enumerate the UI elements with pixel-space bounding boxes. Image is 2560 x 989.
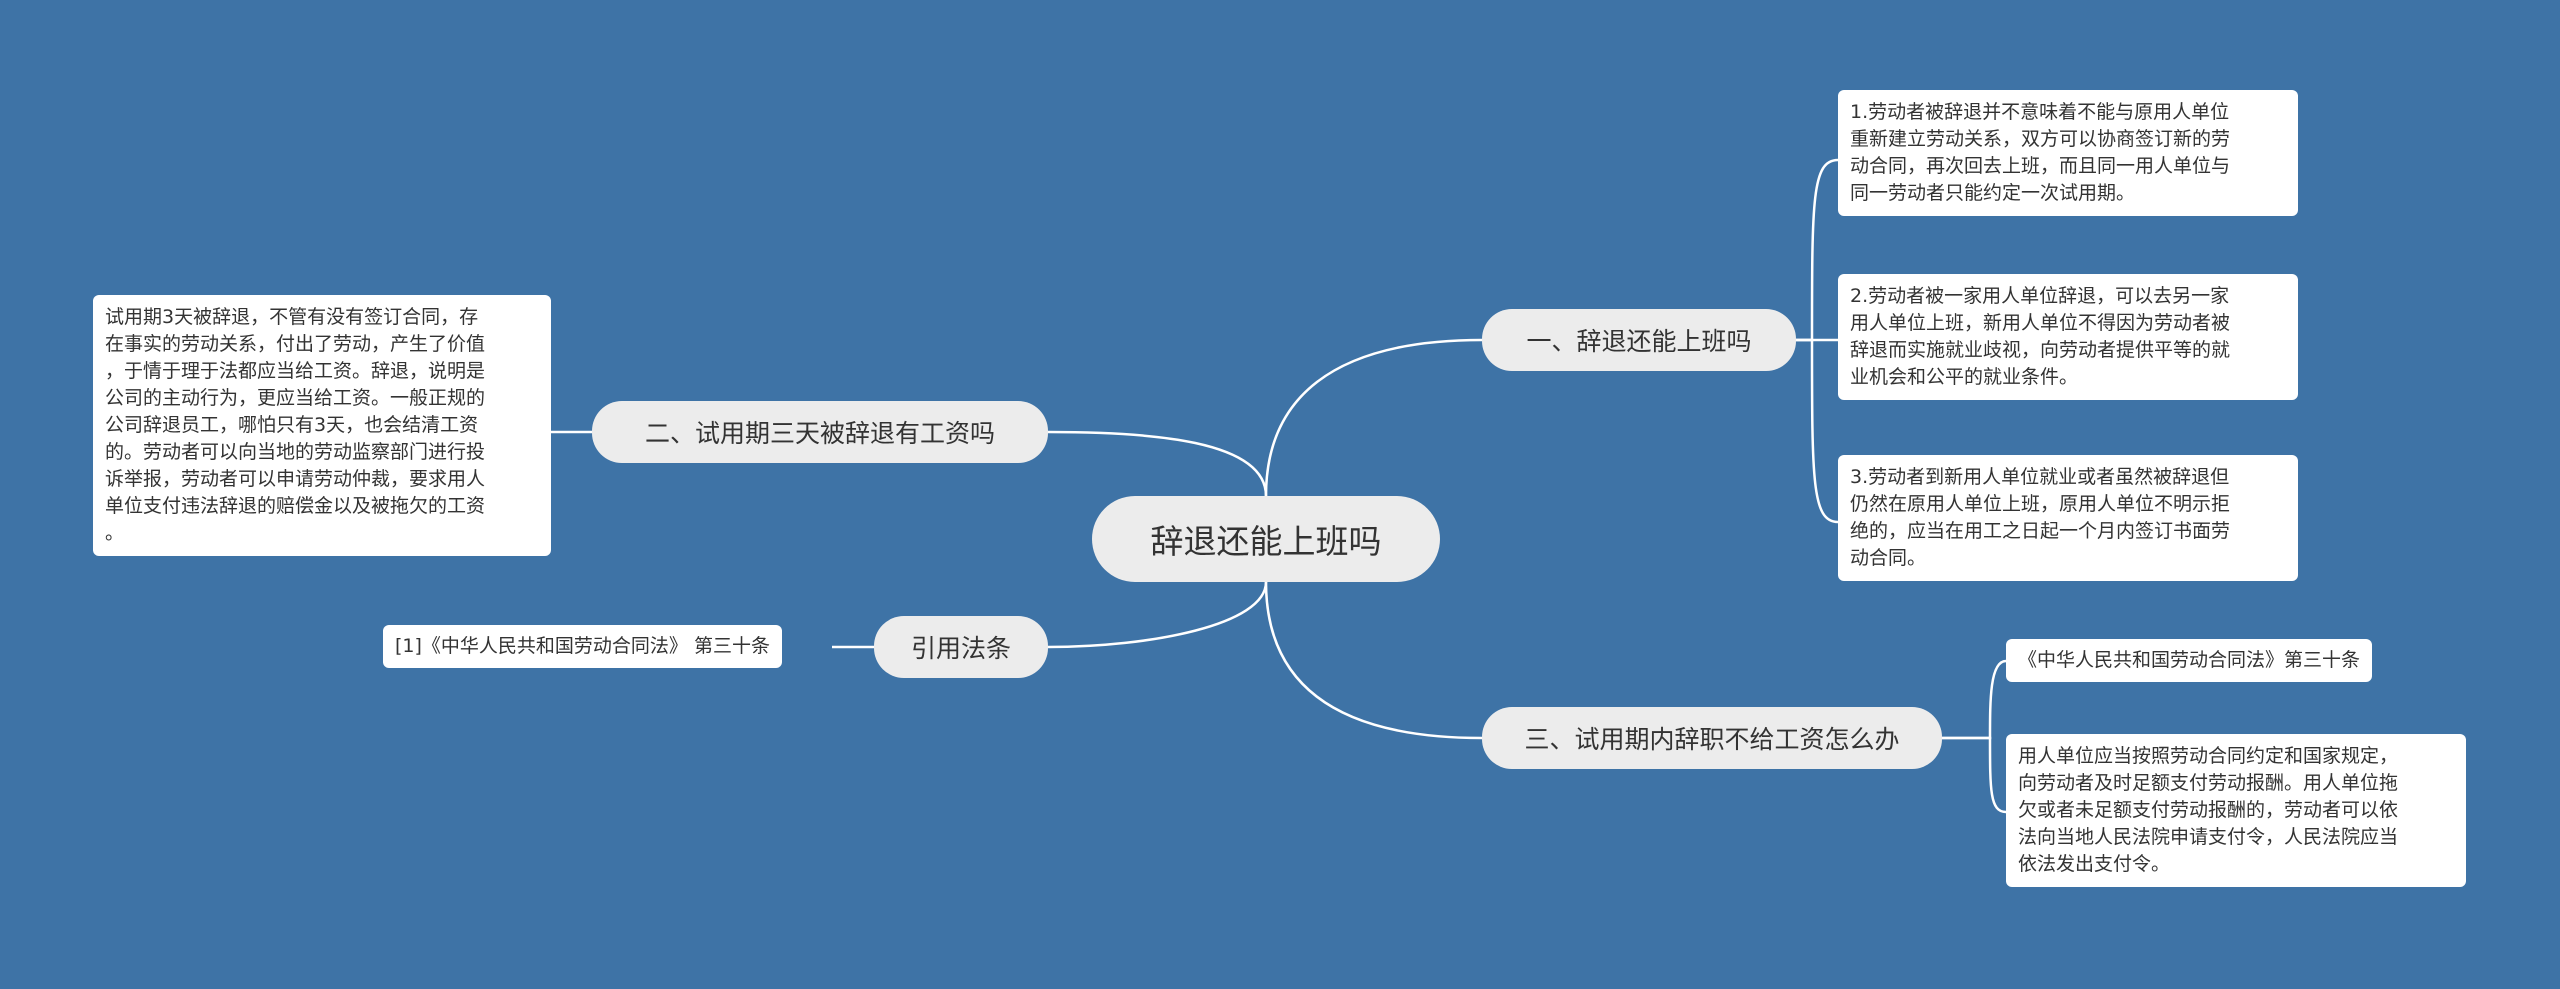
link-root-b1 xyxy=(1264,338,1483,497)
branch-2-topic[interactable]: 二、试用期三天被辞退有工资吗 xyxy=(592,401,1048,463)
link-b3-l1 xyxy=(1942,659,2007,740)
link-b1-l3 xyxy=(1796,338,1839,524)
branch-3-leaf-1[interactable]: 《中华人民共和国劳动合同法》第三十条 xyxy=(2006,639,2373,682)
branch-1-leaf-1[interactable]: 1.劳动者被辞退并不意味着不能与原用人单位 重新建立劳动关系，双方可以协商签订新… xyxy=(1838,90,2298,216)
link-root-b4 xyxy=(1047,581,1268,649)
branch-3-topic[interactable]: 三、试用期内辞职不给工资怎么办 xyxy=(1482,707,1942,769)
link-b3-l2 xyxy=(1942,736,2007,814)
branch-4-leaf-1[interactable]: [1]《中华人民共和国劳动合同法》 第三十条 xyxy=(383,625,782,668)
branch-4-topic[interactable]: 引用法条 xyxy=(874,616,1048,678)
branch-1-leaf-3[interactable]: 3.劳动者到新用人单位就业或者虽然被辞退但 仍然在原用人单位上班，原用人单位不明… xyxy=(1838,455,2298,581)
link-root-b2 xyxy=(1047,430,1268,497)
root-topic[interactable]: 辞退还能上班吗 xyxy=(1092,496,1440,582)
branch-1-leaf-2[interactable]: 2.劳动者被一家用人单位辞退，可以去另一家 用人单位上班，新用人单位不得因为劳动… xyxy=(1838,274,2298,400)
branch-2-leaf-1[interactable]: 试用期3天被辞退，不管有没有签订合同，存 在事实的劳动关系，付出了劳动，产生了价… xyxy=(93,295,551,556)
branch-1-topic[interactable]: 一、辞退还能上班吗 xyxy=(1482,309,1796,371)
link-root-b3 xyxy=(1264,581,1483,740)
link-b1-l1 xyxy=(1796,158,1839,342)
branch-3-leaf-2[interactable]: 用人单位应当按照劳动合同约定和国家规定， 向劳动者及时足额支付劳动报酬。用人单位… xyxy=(2006,734,2466,887)
